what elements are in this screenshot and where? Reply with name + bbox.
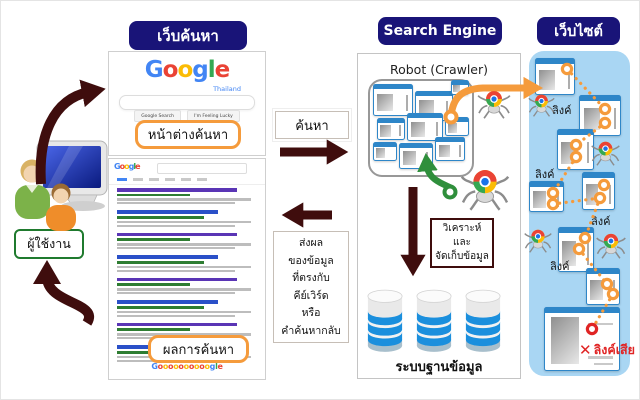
browser-window-icon — [445, 117, 469, 136]
broken-link-label: ✕ ลิงค์เสีย — [579, 340, 635, 359]
arrow-results-to-user — [33, 260, 94, 326]
result-row — [117, 188, 257, 205]
browser-window-icon — [373, 142, 397, 161]
robot-crawler-title: Robot (Crawler) — [389, 62, 489, 77]
result-row — [117, 277, 257, 295]
user-computer-icon — [15, 140, 108, 231]
caption-search-window: หน้าต่างค้นหา — [135, 120, 241, 149]
browser-window-icon — [373, 84, 413, 116]
crawled-pages-cluster — [368, 79, 474, 177]
broken-link-page-icon: ✕ ลิงค์เสีย — [544, 307, 635, 371]
return-flow-label: ส่งผล ของข้อมูล ที่ตรงกับ คีย์เวิร์ด หรื… — [273, 231, 349, 343]
website-page-icon — [557, 129, 594, 170]
website-page-icon — [586, 268, 620, 305]
browser-window-icon — [377, 118, 405, 140]
title-website: เว็บไซต์ — [537, 17, 620, 45]
result-row — [117, 255, 257, 272]
arrow-user-to-search — [35, 79, 106, 185]
browser-window-icon — [451, 80, 469, 95]
website-page-icon — [582, 172, 615, 210]
link-label: ลิงค์ — [550, 260, 570, 273]
website-page-icon — [535, 58, 575, 95]
title-web-search: เว็บค้นหา — [129, 21, 247, 50]
link-label: ลิงค์ — [552, 104, 572, 117]
browser-window-icon — [407, 113, 443, 141]
results-divider — [109, 184, 265, 185]
search-flow-label: ค้นหา — [275, 111, 349, 139]
results-tabs-row — [117, 178, 257, 181]
link-label: ลิงค์ — [535, 168, 555, 181]
database-system-label: ระบบฐานข้อมูล — [395, 360, 483, 375]
caption-search-results: ผลการค้นหา — [148, 335, 249, 363]
google-buttons-row: Google Search I'm Feeling Lucky — [109, 110, 265, 122]
title-search-engine: Search Engine — [378, 17, 502, 45]
broken-x-icon: ✕ — [579, 340, 592, 359]
result-row — [117, 300, 257, 317]
browser-window-icon — [435, 137, 465, 161]
browser-window-icon — [399, 143, 433, 169]
link-label: ลิงค์ — [591, 215, 611, 228]
google-search-input — [119, 95, 255, 110]
results-list-skeleton — [117, 188, 257, 368]
website-page-icon — [529, 181, 564, 212]
result-row — [117, 232, 257, 250]
result-row — [117, 210, 257, 227]
analyze-store-label: วิเคราะห์ และ จัดเก็บข้อมูล — [430, 218, 494, 268]
user-label: ผู้ใช้งาน — [14, 229, 84, 259]
google-country-label: Thailand — [213, 85, 241, 93]
results-search-input — [157, 163, 247, 174]
